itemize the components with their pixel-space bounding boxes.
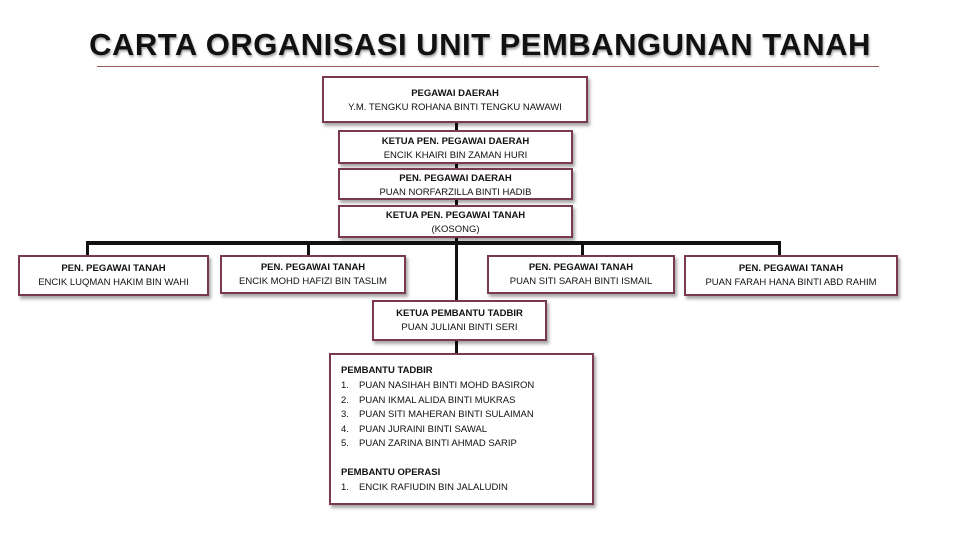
list-item-name: PUAN JURAINI BINTI SAWAL bbox=[359, 423, 488, 435]
list-number: 3. bbox=[341, 409, 349, 420]
node-name: ENCIK LUQMAN HAKIM BIN WAHI bbox=[38, 277, 189, 288]
page-title: CARTA ORGANISASI UNIT PEMBANGUNAN TANAH bbox=[89, 27, 871, 62]
list-item: 5. PUAN ZARINA BINTI AHMAD SARIP bbox=[341, 437, 582, 452]
list-number: 5. bbox=[341, 438, 349, 449]
title-divider bbox=[97, 66, 879, 67]
list-number: 1. bbox=[341, 380, 349, 391]
connector-drop-1 bbox=[86, 241, 89, 256]
node-name: ENCIK KHAIRI BIN ZAMAN HURI bbox=[383, 150, 528, 161]
list-item-name: PUAN SITI MAHERAN BINTI SULAIMAN bbox=[359, 409, 534, 420]
pembantu-operasi-list: 1. ENCIK RAFIUDIN BIN JALALUDIN bbox=[341, 481, 582, 496]
connector-drop-3 bbox=[581, 241, 584, 256]
section-heading-pembantu-tadbir: PEMBANTU TADBIR bbox=[341, 365, 433, 376]
node-role: KETUA PEN. PEGAWAI DAERAH bbox=[381, 136, 530, 147]
list-item-name: ENCIK RAFIUDIN BIN JALALUDIN bbox=[359, 481, 508, 493]
node-pegawai-daerah: PEGAWAI DAERAH Y.M. TENGKU ROHANA BINTI … bbox=[322, 76, 588, 123]
node-role: PEN. PEGAWAI TANAH bbox=[738, 263, 844, 274]
node-name: PUAN NORFARZILLA BINTI HADIB bbox=[379, 187, 532, 198]
node-pen-pegawai-daerah: PEN. PEGAWAI DAERAH PUAN NORFARZILLA BIN… bbox=[338, 168, 573, 200]
list-item: 1. ENCIK RAFIUDIN BIN JALALUDIN bbox=[341, 481, 582, 496]
list-item: 3. PUAN SITI MAHERAN BINTI SULAIMAN bbox=[341, 408, 582, 423]
connector-drop-4 bbox=[778, 241, 781, 256]
node-name: ENCIK MOHD HAFIZI BIN TASLIM bbox=[239, 276, 387, 287]
node-pen-pegawai-tanah-3: PEN. PEGAWAI TANAH PUAN SITI SARAH BINTI… bbox=[487, 255, 675, 294]
list-number: 1. bbox=[341, 481, 349, 493]
list-number: 2. bbox=[341, 394, 349, 406]
section-spacer bbox=[341, 452, 582, 466]
node-ketua-pembantu-tadbir: KETUA PEMBANTU TADBIR PUAN JULIANI BINTI… bbox=[372, 300, 547, 341]
node-name: PUAN SITI SARAH BINTI ISMAIL bbox=[509, 276, 653, 287]
node-role: PEN. PEGAWAI TANAH bbox=[61, 263, 166, 274]
node-role: PEN. PEGAWAI TANAH bbox=[528, 262, 634, 273]
node-name: (KOSONG) bbox=[431, 224, 480, 235]
node-pen-pegawai-tanah-4: PEN. PEGAWAI TANAH PUAN FARAH HANA BINTI… bbox=[684, 255, 898, 296]
list-item-name: PUAN ZARINA BINTI AHMAD SARIP bbox=[359, 438, 517, 449]
connector-trunk bbox=[455, 122, 458, 354]
node-role: PEGAWAI DAERAH bbox=[411, 88, 499, 99]
list-item: 1. PUAN NASIHAH BINTI MOHD BASIRON bbox=[341, 379, 582, 394]
node-ketua-pen-pegawai-tanah: KETUA PEN. PEGAWAI TANAH (KOSONG) bbox=[338, 205, 573, 238]
node-staff-list: PEMBANTU TADBIR 1. PUAN NASIHAH BINTI MOH… bbox=[329, 353, 594, 505]
list-item-name: PUAN IKMAL ALIDA BINTI MUKRAS bbox=[359, 394, 516, 406]
node-ketua-pen-pegawai-daerah: KETUA PEN. PEGAWAI DAERAH ENCIK KHAIRI B… bbox=[338, 130, 573, 164]
list-item-name: PUAN NASIHAH BINTI MOHD BASIRON bbox=[359, 380, 535, 391]
node-role: KETUA PEMBANTU TADBIR bbox=[396, 308, 523, 319]
node-role: PEN. PEGAWAI TANAH bbox=[260, 262, 366, 273]
node-pen-pegawai-tanah-2: PEN. PEGAWAI TANAH ENCIK MOHD HAFIZI BIN… bbox=[220, 255, 406, 294]
list-item: 4. PUAN JURAINI BINTI SAWAL bbox=[341, 423, 582, 438]
node-name: PUAN JULIANI BINTI SERI bbox=[401, 322, 518, 333]
node-role: PEN. PEGAWAI DAERAH bbox=[399, 173, 512, 184]
node-name: PUAN FARAH HANA BINTI ABD RAHIM bbox=[705, 277, 877, 288]
connector-drop-2 bbox=[307, 241, 310, 256]
node-role: KETUA PEN. PEGAWAI TANAH bbox=[385, 210, 526, 221]
list-item: 2. PUAN IKMAL ALIDA BINTI MUKRAS bbox=[341, 394, 582, 409]
pembantu-tadbir-list: 1. PUAN NASIHAH BINTI MOHD BASIRON 2. PUAN… bbox=[341, 379, 582, 452]
section-heading-pembantu-operasi: PEMBANTU OPERASI bbox=[341, 466, 441, 478]
node-pen-pegawai-tanah-1: PEN. PEGAWAI TANAH ENCIK LUQMAN HAKIM BI… bbox=[18, 255, 209, 296]
connector-crossbar bbox=[86, 241, 781, 245]
node-name: Y.M. TENGKU ROHANA BINTI TENGKU NAWAWI bbox=[348, 102, 562, 113]
list-number: 4. bbox=[341, 423, 349, 435]
